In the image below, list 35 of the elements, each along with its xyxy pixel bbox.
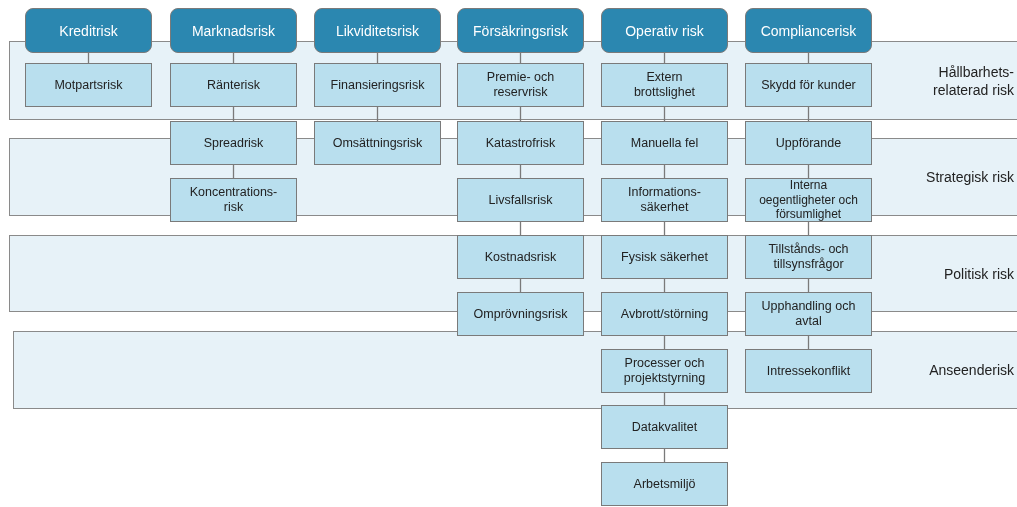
risk-box: Skydd för kunder: [745, 63, 872, 107]
risk-category-header: Compliancerisk: [745, 8, 872, 53]
risk-box: Extern brottslighet: [601, 63, 728, 107]
risk-box: Premie- och reservrisk: [457, 63, 584, 107]
risk-box: Koncentrations- risk: [170, 178, 297, 222]
risk-box: Motpartsrisk: [25, 63, 152, 107]
risk-box: Uppförande: [745, 121, 872, 165]
risk-box: Tillstånds- och tillsynsfrågor: [745, 235, 872, 279]
risk-box: Intressekonflikt: [745, 349, 872, 393]
risk-box: Arbetsmiljö: [601, 462, 728, 506]
risk-box: Finansieringsrisk: [314, 63, 441, 107]
risk-box: Omprövningsrisk: [457, 292, 584, 336]
band-label: Anseenderisk: [928, 360, 1014, 380]
risk-box: Ränterisk: [170, 63, 297, 107]
risk-box: Avbrott/störning: [601, 292, 728, 336]
risk-box: Katastrofrisk: [457, 121, 584, 165]
risk-box: Informations- säkerhet: [601, 178, 728, 222]
risk-box: Spreadrisk: [170, 121, 297, 165]
risk-box: Interna oegentligheter och försumlighet: [745, 178, 872, 222]
risk-box: Manuella fel: [601, 121, 728, 165]
band-label: Politisk risk: [943, 264, 1014, 283]
risk-box: Datakvalitet: [601, 405, 728, 449]
risk-box: Kostnadsrisk: [457, 235, 584, 279]
risk-category-header: Försäkringsrisk: [457, 8, 584, 53]
risk-category-header: Kreditrisk: [25, 8, 152, 53]
risk-box: Upphandling och avtal: [745, 292, 872, 336]
risk-category-header: Likviditetsrisk: [314, 8, 441, 53]
risk-box: Processer och projektstyrning: [601, 349, 728, 393]
risk-category-header: Marknadsrisk: [170, 8, 297, 53]
risk-box: Omsättningsrisk: [314, 121, 441, 165]
risk-box: Livsfallsrisk: [457, 178, 584, 222]
risk-box: Fysisk säkerhet: [601, 235, 728, 279]
band-label: Hållbarhets- relaterad risk: [932, 62, 1014, 99]
band-label: Strategisk risk: [925, 167, 1014, 187]
risk-category-header: Operativ risk: [601, 8, 728, 53]
